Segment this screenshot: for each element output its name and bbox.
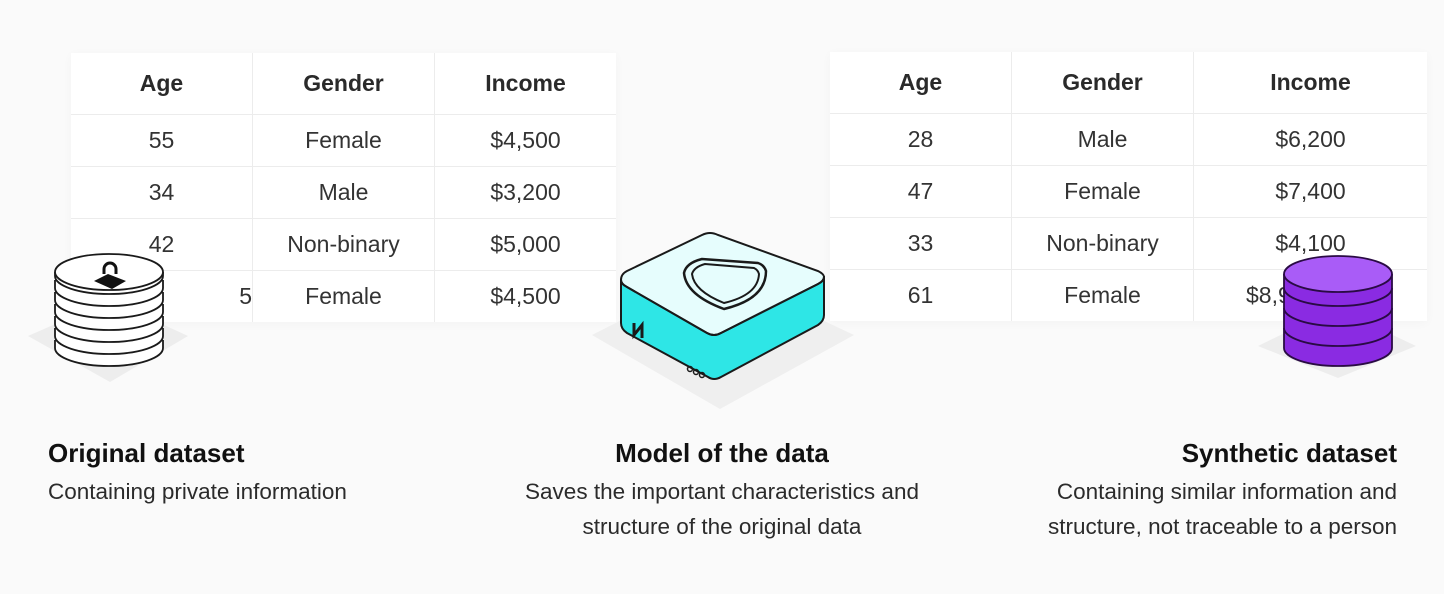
model-description-line-2: structure of the original data: [582, 514, 862, 539]
column-header-gender: Gender: [252, 53, 435, 115]
original-dataset-title: Original dataset: [48, 438, 245, 468]
cell-gender: Non-binary: [252, 218, 435, 271]
model-caption: Model of the data Saves the important ch…: [492, 436, 952, 544]
cell-income: $6,200: [1193, 113, 1427, 166]
cell-age: 61: [830, 269, 1012, 321]
synthetic-data-table: Age Gender Income 28 Male $6,200 47 Fema…: [830, 52, 1427, 321]
cell-income: $4,500: [434, 114, 616, 167]
column-header-age: Age: [830, 52, 1012, 114]
model-description: Saves the important characteristics and …: [492, 474, 952, 544]
model-description-line-1: Saves the important characteristics and: [525, 479, 919, 504]
shield-icon: [682, 257, 768, 311]
table-row: 33 Non-binary $4,100: [830, 217, 1427, 270]
cell-gender: Non-binary: [1011, 217, 1194, 270]
logo-icon: [632, 320, 644, 340]
cell-age: 33: [830, 217, 1012, 270]
cell-gender: Female: [252, 270, 435, 322]
table-header-row: Age Gender Income: [71, 53, 616, 115]
model-box-icon: [592, 232, 854, 409]
original-dataset-caption: Original dataset Containing private info…: [48, 436, 508, 509]
table-row: 34 Male $3,200: [71, 166, 616, 219]
table-row: 28 Male $6,200: [830, 113, 1427, 166]
cell-age: 34: [71, 166, 253, 219]
cell-gender: Female: [1011, 165, 1194, 218]
column-header-age: Age: [71, 53, 253, 115]
synthetic-database-icon: [1258, 255, 1416, 378]
cell-gender: Male: [1011, 113, 1194, 166]
column-header-income: Income: [434, 53, 616, 115]
synthetic-dataset-description: Containing similar information and struc…: [937, 474, 1397, 544]
synthetic-dataset-title: Synthetic dataset: [1181, 438, 1397, 468]
cell-gender: Female: [1011, 269, 1194, 321]
lock-icon: [94, 261, 126, 289]
table-row: 42 Non-binary $5,000: [71, 218, 616, 271]
cell-income: $4,500: [490, 283, 561, 309]
cell-gender: Female: [252, 114, 435, 167]
table-row: 47 Female $7,400: [830, 165, 1427, 218]
cell-gender: Male: [252, 166, 435, 219]
indicator-lights-icon: [686, 365, 706, 379]
original-dataset-description: Containing private information: [48, 479, 347, 504]
cell-income: $5,000: [434, 218, 616, 271]
table-row: 55 Female $4,500: [71, 114, 616, 167]
column-header-gender: Gender: [1011, 52, 1194, 114]
cell-income: $3,200: [434, 166, 616, 219]
synthetic-dataset-caption: Synthetic dataset Containing similar inf…: [937, 436, 1397, 544]
model-title: Model of the data: [615, 438, 829, 468]
synthetic-description-line-1: Containing similar information and: [1056, 479, 1397, 504]
original-database-icon: [28, 253, 188, 382]
synthetic-description-line-2: structure, not traceable to a person: [1048, 514, 1397, 539]
cell-age: 47: [830, 165, 1012, 218]
cell-age: 55: [71, 114, 253, 167]
cell-income: $7,400: [1193, 165, 1427, 218]
column-header-income: Income: [1193, 52, 1427, 114]
cell-age: 28: [830, 113, 1012, 166]
table-row: 61 Female $8,9: [830, 269, 1427, 321]
table-header-row: Age Gender Income: [830, 52, 1427, 114]
